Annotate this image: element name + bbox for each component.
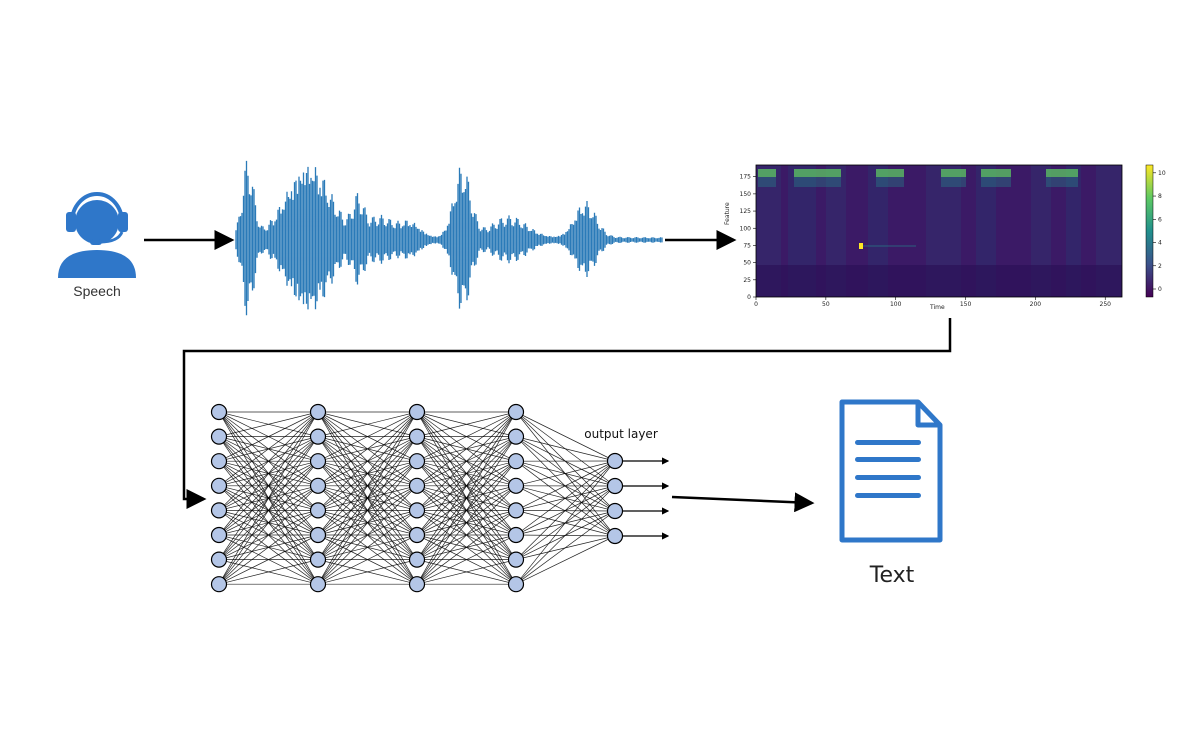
network-node: [507, 453, 525, 470]
spectrogram-ylabel: Feature: [724, 202, 731, 225]
network-node: [507, 403, 525, 421]
colorbar-tick: 4: [1158, 240, 1162, 247]
network-node: [408, 477, 426, 494]
network-node: [309, 551, 327, 568]
spectrogram-ytick: 175: [740, 174, 752, 181]
network-node: [309, 502, 327, 519]
output-layer-label: output layer: [584, 427, 658, 441]
network-node: [210, 403, 228, 421]
network-node: [408, 428, 426, 445]
network-node: [309, 453, 327, 470]
network-node: [408, 576, 426, 593]
spectrogram-ytick: 75: [743, 242, 751, 249]
network-node: [210, 551, 228, 568]
neural-network: [210, 403, 670, 593]
network-node: [507, 526, 525, 544]
arrow-network-to-text: [671, 492, 815, 513]
spectrogram-ytick: 50: [743, 260, 751, 267]
network-node: [606, 502, 624, 520]
spectrogram-ytick: 150: [740, 191, 752, 198]
audio-waveform: [235, 160, 663, 316]
spectrogram-ytick: 125: [740, 208, 752, 215]
network-node: [210, 526, 228, 544]
spectrogram-ytick: 25: [743, 277, 751, 284]
colorbar-tick: 0: [1158, 286, 1162, 293]
spectrogram-xtick: 200: [1030, 301, 1042, 308]
spectrogram-xtick: 150: [960, 301, 972, 308]
colorbar-tick: 8: [1158, 193, 1162, 200]
network-node: [309, 428, 327, 445]
spectrogram-xtick: 100: [890, 301, 902, 308]
network-node: [210, 453, 228, 470]
network-node: [507, 576, 525, 593]
spectrogram-ytick: 0: [747, 294, 751, 301]
network-node: [606, 477, 624, 495]
colorbar-tick: 10: [1158, 170, 1166, 177]
arrow-spectrogram-to-network: [182, 318, 952, 509]
spectrogram-xtick: 250: [1100, 301, 1112, 308]
network-node: [408, 453, 426, 470]
network-node: [210, 576, 228, 593]
network-node: [507, 428, 525, 445]
spectrogram-xtick: 50: [822, 301, 830, 308]
network-node: [309, 477, 327, 494]
network-node: [309, 526, 327, 544]
network-node: [507, 502, 525, 519]
speaker-headset-icon: [58, 192, 136, 278]
spectrogram-ytick: 100: [740, 225, 752, 232]
network-node: [309, 576, 327, 593]
colorbar: [1145, 164, 1154, 298]
network-node: [606, 452, 624, 470]
document-icon: [839, 399, 943, 543]
network-node: [210, 428, 228, 445]
network-node: [606, 527, 624, 545]
colorbar-tick: 6: [1158, 216, 1162, 223]
network-node: [210, 477, 228, 494]
colorbar-tick: 2: [1158, 263, 1162, 270]
spectrogram-xtick: 0: [754, 301, 758, 308]
network-node: [210, 502, 228, 519]
network-node: [408, 551, 426, 568]
network-node: [408, 526, 426, 544]
spectrogram-xlabel: Time: [930, 304, 945, 311]
network-node: [309, 403, 327, 421]
speech-label: Speech: [73, 283, 121, 299]
network-node: [408, 502, 426, 519]
network-node: [408, 403, 426, 421]
text-label: Text: [869, 563, 915, 588]
network-node: [507, 551, 525, 568]
network-node: [507, 477, 525, 494]
spectrogram-plot: 0 25 50 75 100 125 150 175 0 50 100 150 200 250 0 2 4 6…: [740, 164, 1166, 308]
